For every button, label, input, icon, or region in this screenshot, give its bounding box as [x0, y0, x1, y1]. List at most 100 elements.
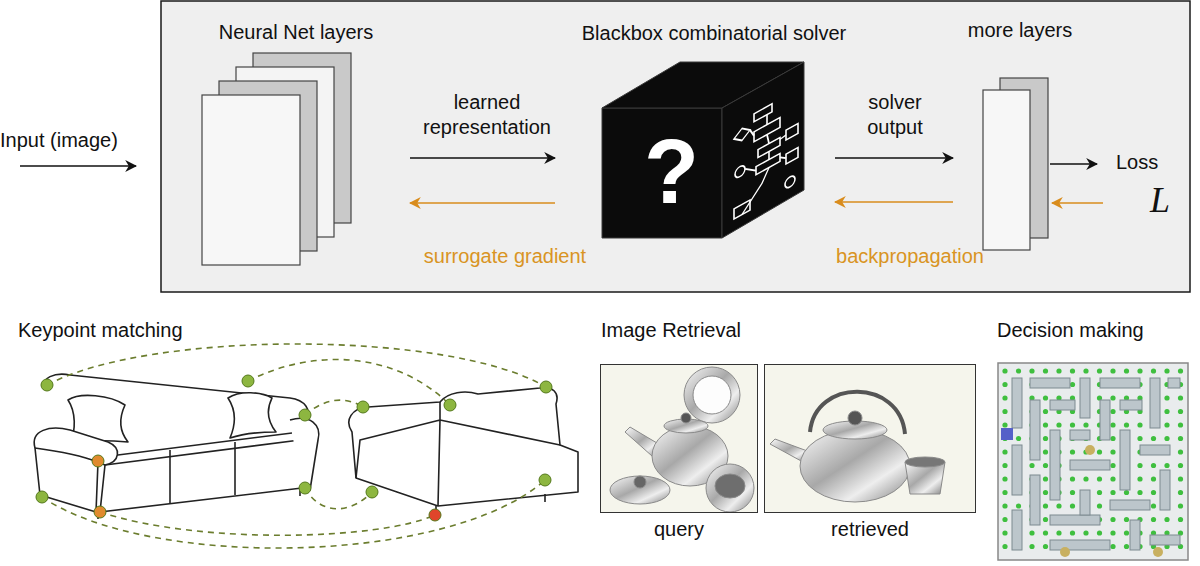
edge-label: learned representation [412, 90, 562, 140]
maze-game [998, 363, 1188, 560]
pellet [1178, 517, 1183, 522]
pellet [1178, 503, 1183, 508]
edge-label: solver output [850, 90, 940, 140]
keypoint [539, 474, 551, 486]
teapot-photo [684, 367, 740, 423]
pellet [1002, 517, 1007, 522]
layer-stack-outline [196, 14, 396, 272]
ghost [1060, 547, 1070, 557]
flow-arrow [410, 157, 555, 159]
pellet [1178, 449, 1183, 454]
flow-arrow [1050, 163, 1097, 165]
pellet [1097, 530, 1102, 535]
keypoint [36, 491, 48, 503]
keypoint [92, 455, 104, 467]
task-heading: Keypoint matching [18, 318, 183, 342]
pellet [1110, 476, 1115, 481]
sofa-drawing [372, 488, 545, 514]
blackbox-solver: Blackbox combinatorial solver? [560, 16, 832, 246]
pellet [1178, 395, 1183, 400]
loss-label: Loss [1116, 150, 1158, 174]
task-heading: Image Retrieval [601, 318, 741, 342]
agent [1001, 428, 1013, 440]
layer-stack-outline [955, 14, 1085, 258]
maze-wall [1100, 378, 1140, 388]
match-line [42, 480, 545, 548]
keypoint [429, 509, 441, 521]
maze-wall [1012, 510, 1022, 550]
pellet [1097, 449, 1102, 454]
panel-caption: retrieved [831, 517, 909, 541]
maze-wall [1050, 540, 1110, 550]
flowchart-icon [742, 104, 786, 214]
pellet [1002, 395, 1007, 400]
sofa-drawing [44, 489, 300, 519]
layer-sheet [983, 90, 1030, 250]
flowchart-icon [786, 123, 798, 140]
pellet [1178, 476, 1183, 481]
maze-wall [1120, 400, 1142, 410]
flowchart-icon [735, 164, 745, 180]
pellet [1016, 368, 1021, 373]
pellet [1043, 517, 1048, 522]
pellet [1043, 503, 1048, 508]
pellet [1110, 436, 1115, 441]
pellet [1137, 490, 1142, 495]
pellet [1016, 503, 1021, 508]
teapot-photo [693, 376, 731, 414]
match-line [47, 344, 546, 387]
pellet [1043, 409, 1048, 414]
pellet [1002, 382, 1007, 387]
pellet [1043, 544, 1048, 549]
pellet [1164, 368, 1169, 373]
pellet [1029, 368, 1034, 373]
maze-wall [1070, 460, 1110, 470]
flowchart-icon [734, 200, 750, 219]
ghost [1153, 547, 1163, 557]
cube-face [722, 62, 804, 238]
edge-label: backpropagation [820, 244, 1000, 269]
maze-wall [1030, 378, 1070, 388]
pellet [1002, 490, 1007, 495]
pellet [1137, 476, 1142, 481]
flowchart-icon [734, 89, 798, 218]
maze-wall [1080, 490, 1090, 515]
pellet [1164, 409, 1169, 414]
pellet [1110, 490, 1115, 495]
solver-title: Blackbox combinatorial solver [582, 21, 847, 45]
teapot-photo [800, 430, 910, 502]
pellet [1002, 422, 1007, 427]
maze-wall [1080, 378, 1090, 418]
pellet [1151, 368, 1156, 373]
pellet [1097, 368, 1102, 373]
keypoint [36, 375, 552, 521]
pellet [1110, 530, 1115, 535]
pellet [1070, 422, 1075, 427]
pellet [1043, 530, 1048, 535]
loss-symbol: L [1150, 180, 1170, 220]
maze-wall [1120, 430, 1130, 490]
pellet [1070, 503, 1075, 508]
panel-caption: query [654, 517, 704, 541]
pellet [1124, 530, 1129, 535]
pellet [1164, 436, 1169, 441]
maze-wall [1110, 500, 1150, 510]
flow-arrow [835, 201, 953, 203]
maze-wall [1160, 470, 1170, 510]
pellet [1043, 476, 1048, 481]
question-mark: ? [644, 124, 699, 220]
pellet [1178, 436, 1183, 441]
sofa-drawing [290, 418, 319, 492]
pellet [1110, 449, 1115, 454]
pellet [1178, 490, 1183, 495]
layer-title: Neural Net layers [219, 20, 374, 44]
keypoint [366, 486, 378, 498]
pellet [1029, 544, 1034, 549]
pellet [1070, 476, 1075, 481]
flowchart-icon [756, 153, 780, 174]
pellet [1124, 490, 1129, 495]
maze-wall [1140, 445, 1170, 455]
pipeline-panel [161, 1, 1190, 292]
pellet [1164, 463, 1169, 468]
